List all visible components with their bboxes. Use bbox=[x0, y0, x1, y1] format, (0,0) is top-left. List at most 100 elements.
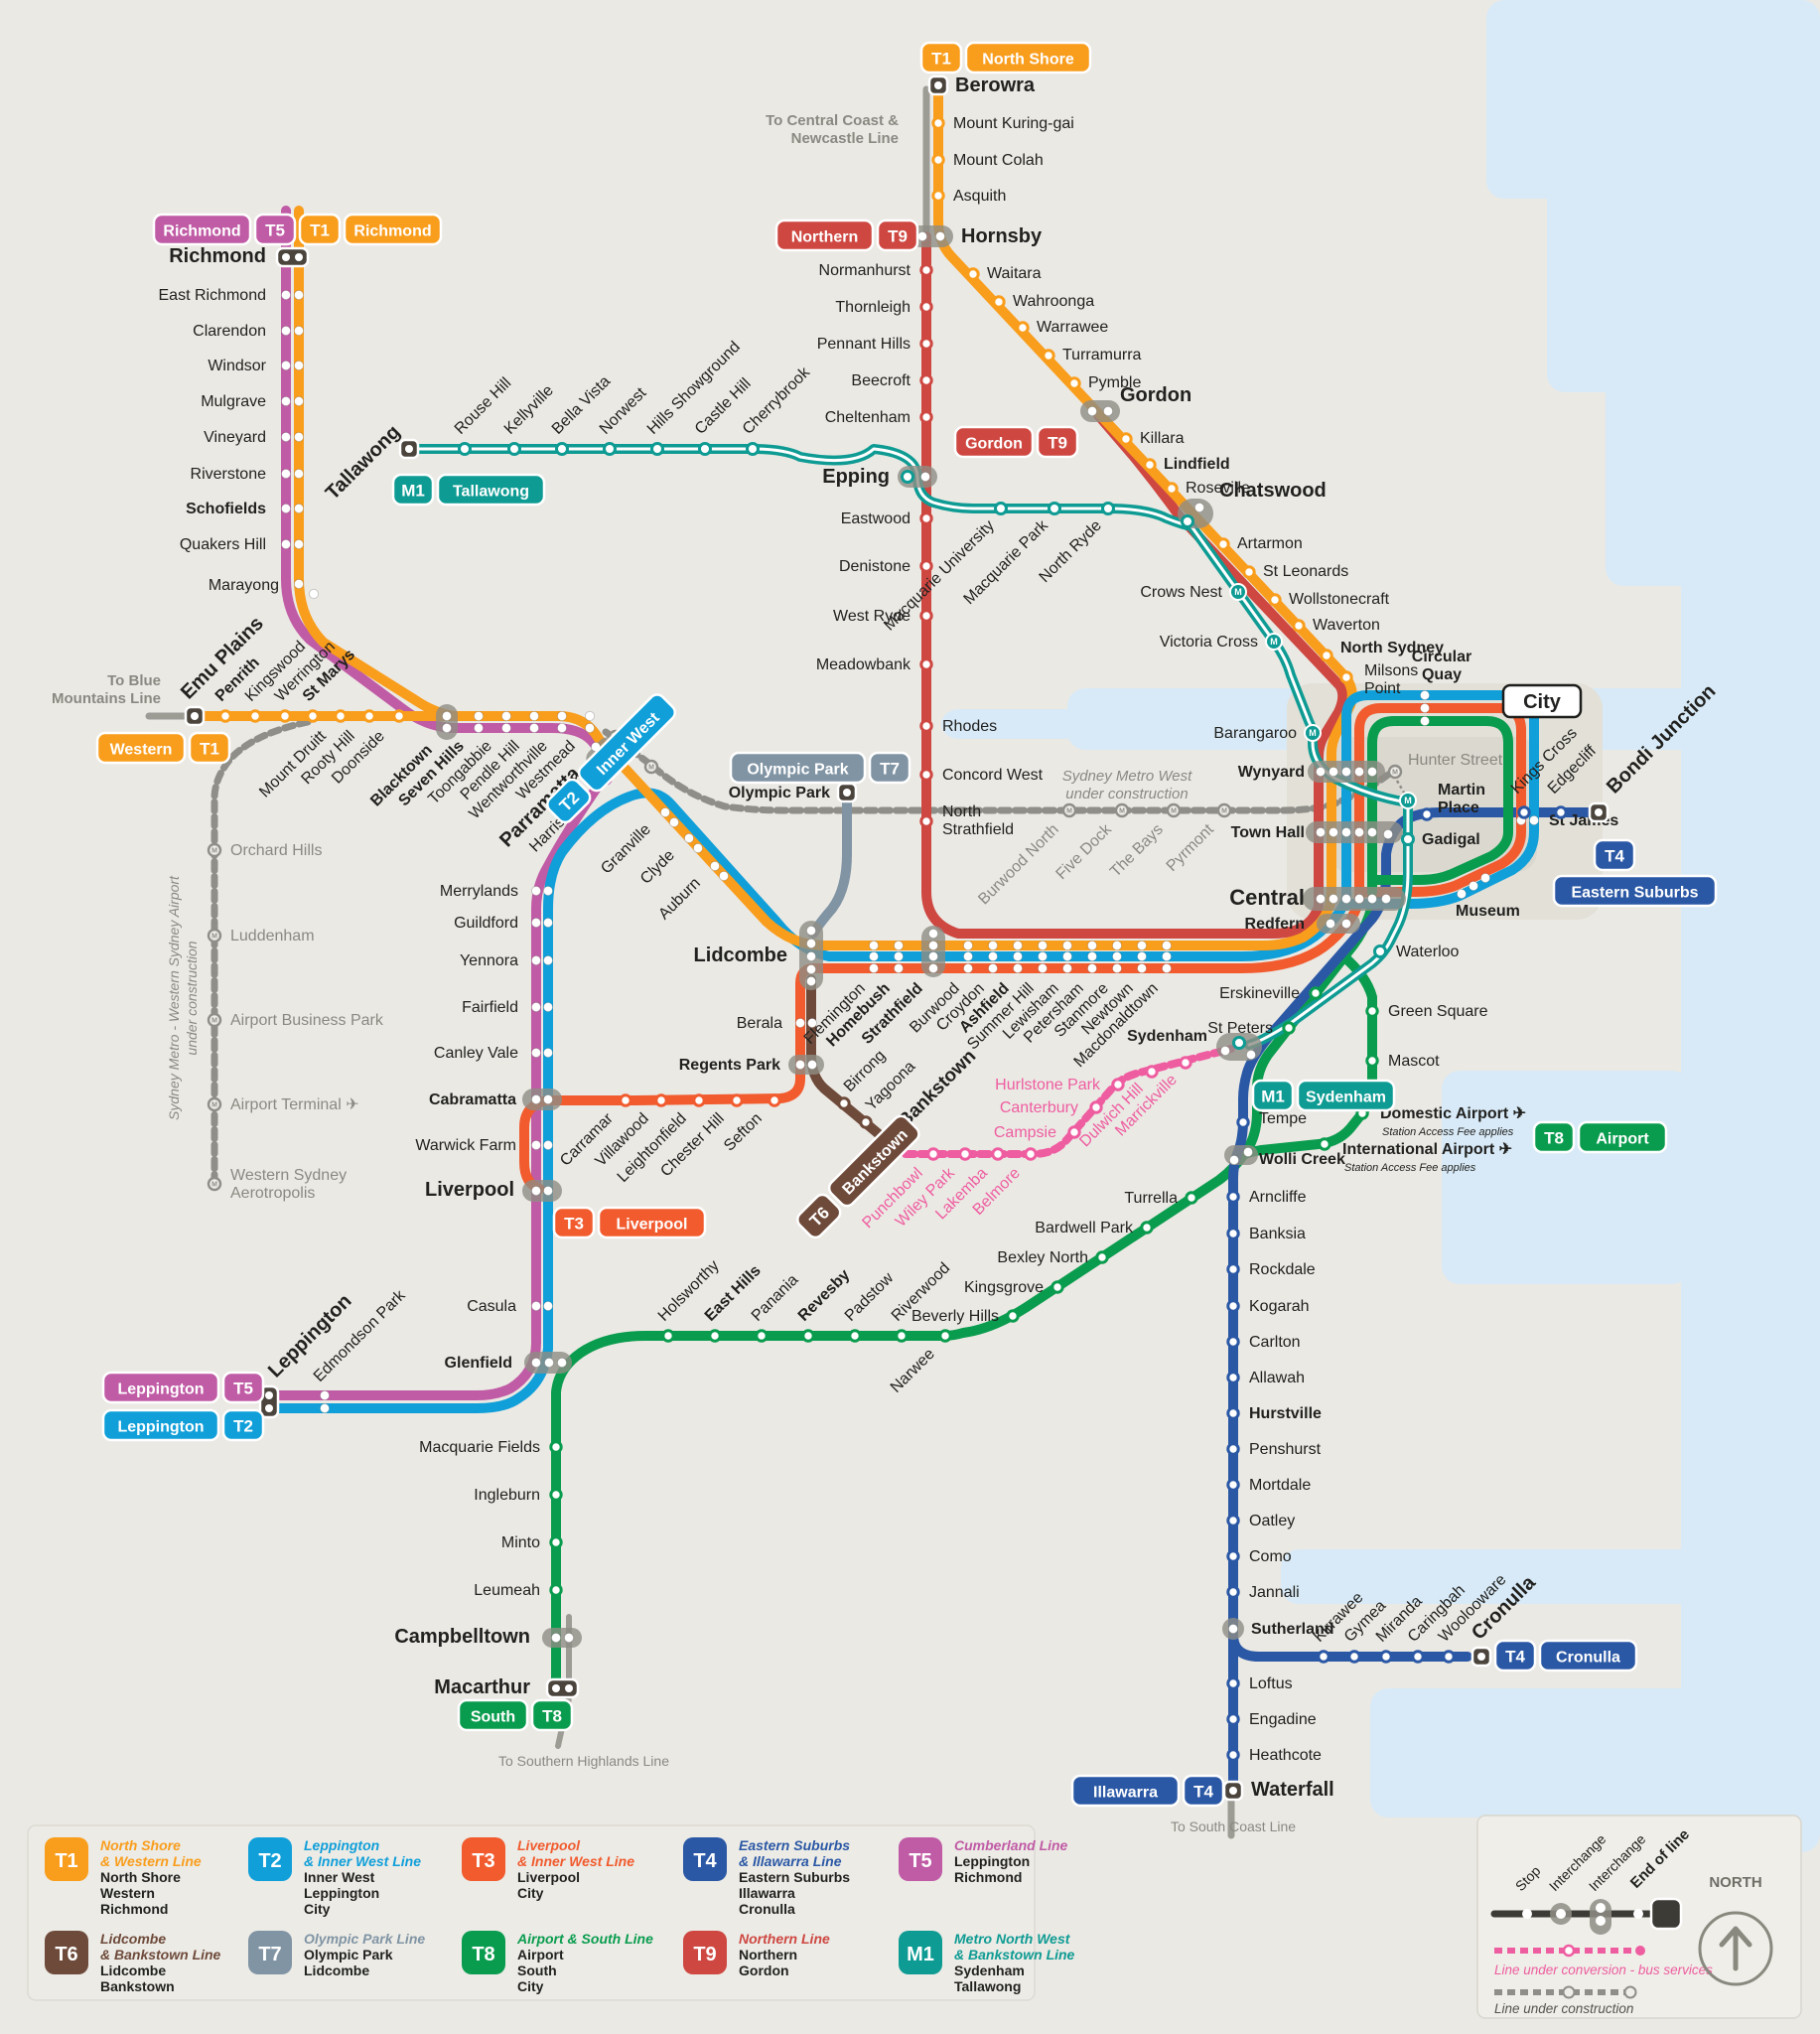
station-waterfall: Waterfall bbox=[1222, 1779, 1334, 1802]
interchange-blob bbox=[1080, 400, 1120, 422]
note-text: To Central Coast & bbox=[766, 112, 899, 129]
station-label: Concord West bbox=[942, 767, 1044, 784]
legend-chip bbox=[899, 1837, 942, 1881]
station-dot bbox=[1111, 940, 1123, 951]
conversion-station-dot bbox=[1024, 1147, 1038, 1161]
badge-chip bbox=[1182, 1774, 1225, 1808]
line-t3 bbox=[519, 891, 1365, 1194]
station-label: Clarendon bbox=[193, 323, 266, 340]
station-label: Orchard Hills bbox=[230, 842, 322, 859]
station-label: Penshurst bbox=[1249, 1441, 1322, 1458]
station-dot bbox=[755, 1329, 769, 1343]
legend-route: Inner West bbox=[304, 1869, 375, 1885]
station-oatley: Oatley bbox=[1226, 1513, 1295, 1529]
station-label: Artarmon bbox=[1237, 535, 1303, 552]
station-dot bbox=[1282, 1021, 1296, 1035]
station-dot bbox=[280, 431, 292, 443]
station-lidcombe: Lidcombe bbox=[694, 921, 823, 990]
station-dot bbox=[1226, 1549, 1240, 1563]
construction-m-glyph: M bbox=[1221, 808, 1227, 815]
badge-chip bbox=[253, 213, 297, 246]
station-loftus: Loftus bbox=[1226, 1675, 1293, 1692]
construction-station-dot bbox=[1166, 802, 1182, 818]
station-dot bbox=[1216, 537, 1230, 551]
station-lindfield: Lindfield bbox=[1143, 456, 1230, 473]
station-dot bbox=[1219, 1045, 1231, 1057]
legend-line-name: & Inner West Line bbox=[304, 1853, 421, 1869]
construction-station-dot bbox=[207, 1176, 222, 1192]
station-meadowbank: Meadowbank bbox=[816, 656, 933, 673]
station-dot bbox=[473, 722, 485, 734]
station-sutherland: Sutherland bbox=[1222, 1618, 1334, 1640]
badge-chip bbox=[530, 1698, 574, 1732]
station-label: Roseville bbox=[1186, 480, 1250, 497]
station-label: Place bbox=[1438, 799, 1479, 816]
line-t8-ring bbox=[1367, 716, 1513, 897]
badge-text: Richmond bbox=[353, 223, 431, 240]
station-st-leonards: St Leonards bbox=[1242, 563, 1348, 580]
station-asquith: Asquith bbox=[931, 188, 1006, 205]
badge-text: T1 bbox=[310, 221, 330, 240]
station-barangaroo: M Barangaroo bbox=[1213, 724, 1322, 742]
station-dot bbox=[868, 940, 880, 951]
station-clarendon: Clarendon bbox=[193, 323, 305, 340]
station-macarthur: Macarthur bbox=[434, 1676, 580, 1699]
metro-m-glyph: M bbox=[1309, 728, 1317, 738]
conversion-station-dot bbox=[1145, 1065, 1159, 1079]
station-arncliffe: Arncliffe bbox=[1226, 1189, 1307, 1206]
station-dot bbox=[934, 230, 946, 242]
station-dot bbox=[530, 885, 542, 897]
legend-route: Leppington bbox=[304, 1885, 379, 1901]
metro-station-dot bbox=[746, 442, 760, 456]
station-label: Victoria Cross bbox=[1160, 634, 1258, 651]
construction-station-dot bbox=[1216, 802, 1232, 818]
badge-text: T3 bbox=[564, 1215, 584, 1234]
station-label: Quay bbox=[1422, 666, 1462, 683]
station-fairfield: Fairfield bbox=[462, 999, 554, 1016]
station-label: Green Square bbox=[1388, 1003, 1488, 1020]
symbol-interchange2-dot2 bbox=[1596, 1916, 1606, 1926]
line-t2-west bbox=[265, 788, 834, 1413]
station-label: Vineyard bbox=[204, 429, 266, 446]
station-dot bbox=[927, 962, 939, 974]
station-engadine: Engadine bbox=[1226, 1711, 1317, 1728]
interchange-blob bbox=[1306, 821, 1403, 843]
station-casula: Casula bbox=[467, 1298, 554, 1315]
station-label: Barangaroo bbox=[1213, 725, 1297, 742]
legend-chip bbox=[462, 1931, 505, 1974]
station-label: Bardwell Park bbox=[1035, 1220, 1134, 1236]
note-text: under construction bbox=[184, 941, 200, 1055]
legend-line-name: & Western Line bbox=[100, 1853, 202, 1869]
station-dot bbox=[868, 950, 880, 962]
station-dot bbox=[919, 768, 933, 782]
end-of-line-marker bbox=[275, 246, 310, 268]
station-label: Liverpool bbox=[425, 1179, 514, 1201]
city-box-label: City bbox=[1523, 691, 1562, 713]
station-label: Sutherland bbox=[1251, 1621, 1334, 1638]
station-dot bbox=[1165, 482, 1179, 496]
station-liverpool: Liverpool bbox=[425, 1179, 562, 1202]
station-yennora: Yennora bbox=[460, 952, 554, 969]
station-dot bbox=[805, 950, 817, 962]
station-label: Eastwood bbox=[841, 510, 910, 527]
station-label: Kingsgrove bbox=[964, 1279, 1044, 1296]
station-dot bbox=[919, 657, 933, 671]
metro-interchange-icon bbox=[1399, 792, 1417, 809]
station-mascot: Mascot bbox=[1365, 1053, 1440, 1070]
metro-station-dot bbox=[1181, 514, 1194, 528]
station-dot bbox=[805, 938, 817, 949]
badge-pill bbox=[1552, 874, 1718, 908]
north-label: NORTH bbox=[1709, 1874, 1761, 1891]
note-sydney-metro-western-sydney-ai: Sydney Metro - Western Sydney Airport bbox=[166, 875, 182, 1120]
station-dot bbox=[1226, 1585, 1240, 1599]
legend-chip-label: T1 bbox=[55, 1850, 77, 1872]
station-label: Canterbury bbox=[1000, 1099, 1078, 1116]
station-beverly-hills: Beverly Hills bbox=[911, 1308, 1020, 1325]
station-label: Loftus bbox=[1249, 1675, 1293, 1692]
badge-text: M1 bbox=[401, 482, 425, 501]
